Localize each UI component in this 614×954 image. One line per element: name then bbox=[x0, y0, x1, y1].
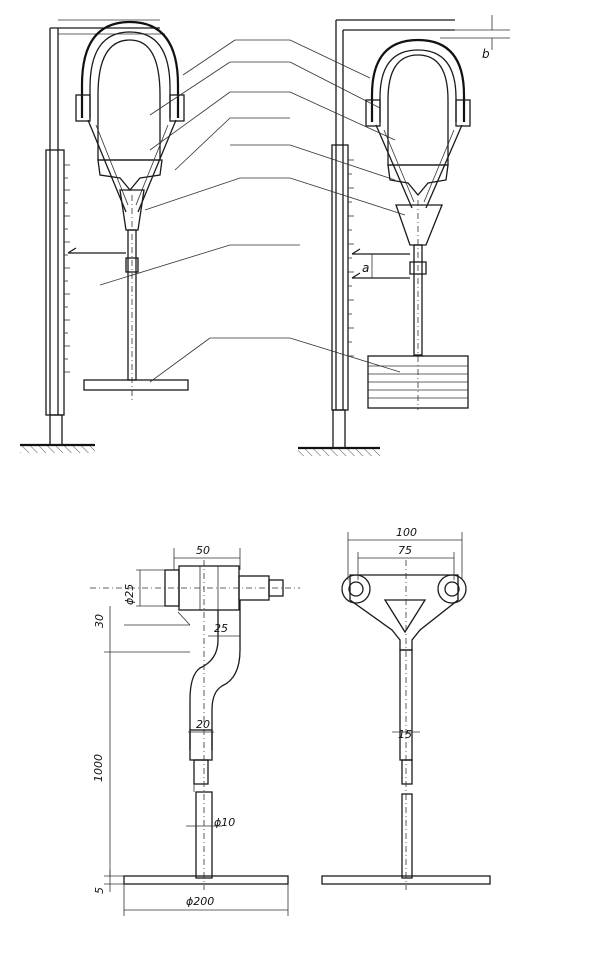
ground-right bbox=[298, 446, 380, 456]
clamp-loop-left bbox=[80, 20, 180, 118]
ground-left bbox=[20, 443, 95, 453]
rail-section-right bbox=[387, 54, 449, 166]
upper-left-assembly bbox=[20, 19, 290, 453]
dim-width-50: 50 bbox=[196, 544, 210, 557]
label-a: a bbox=[362, 261, 369, 275]
dim-height-1000: 1000 bbox=[92, 754, 105, 782]
clamp-loop-right bbox=[370, 38, 466, 122]
scale-right bbox=[331, 144, 354, 411]
triangle-window bbox=[383, 599, 427, 634]
lower-right-front-view: 100 75 15 bbox=[321, 526, 491, 890]
bolt-left bbox=[341, 574, 371, 604]
dim-dia-200: ϕ200 bbox=[186, 895, 214, 908]
dims-lower-right: 100 75 15 bbox=[347, 526, 463, 741]
dim-width-15: 15 bbox=[398, 728, 412, 741]
dim-height-5: 5 bbox=[93, 887, 106, 894]
dim-offset-25: 25 bbox=[214, 622, 228, 635]
lower-left-side-view: 50 ϕ25 30 25 20 1000 ϕ10 5 bbox=[90, 544, 300, 916]
dim-dia-25: ϕ25 bbox=[123, 584, 136, 605]
rail-section-left bbox=[97, 39, 161, 161]
dim-width-100: 100 bbox=[396, 526, 417, 539]
weight-stack bbox=[367, 355, 469, 409]
dim-width-20: 20 bbox=[196, 718, 210, 731]
scale-left bbox=[45, 149, 70, 416]
upper-right-assembly: b bbox=[230, 15, 510, 456]
dim-dia-10: ϕ10 bbox=[214, 816, 235, 829]
stand-post-right bbox=[332, 15, 510, 449]
dims-lower-left: 50 ϕ25 30 25 20 1000 ϕ10 5 bbox=[92, 544, 289, 916]
dim-width-75: 75 bbox=[398, 544, 412, 557]
stand-post-left bbox=[49, 19, 165, 446]
label-b: b bbox=[482, 47, 490, 61]
bolt-right bbox=[437, 574, 467, 604]
dim-height-30: 30 bbox=[93, 614, 106, 628]
